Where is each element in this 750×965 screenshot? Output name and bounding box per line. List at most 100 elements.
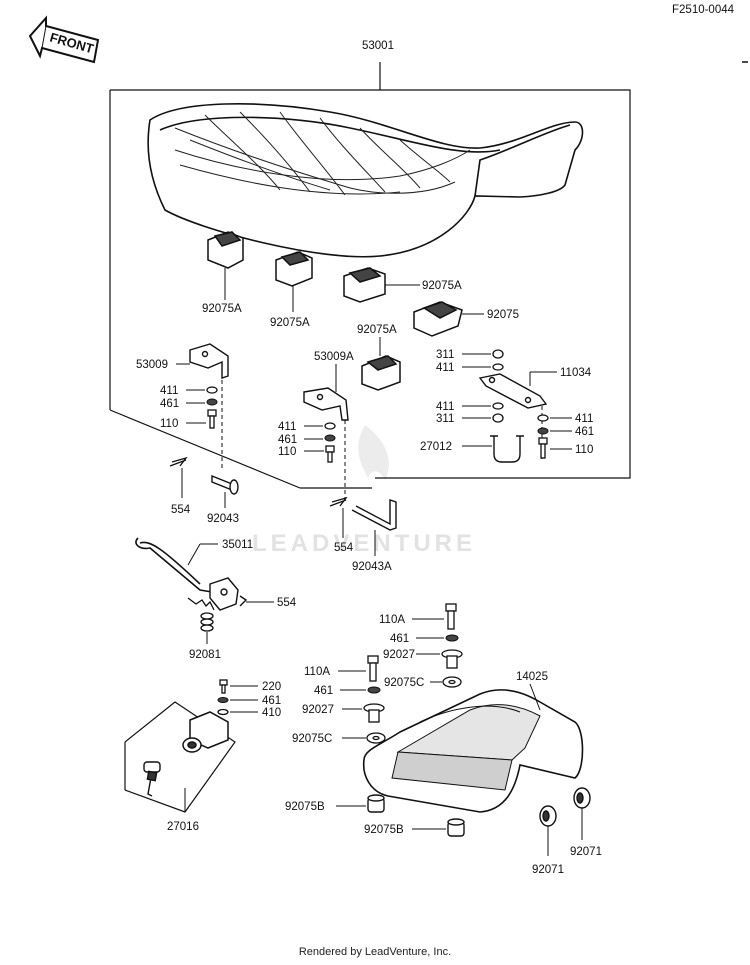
bracket-53009 xyxy=(189,343,229,379)
label-92071-2: 92071 xyxy=(570,846,602,858)
label-110-r: 110 xyxy=(575,444,593,456)
washer-461-r xyxy=(537,427,549,435)
label-311-t: 311 xyxy=(436,349,454,361)
label-92075a-2: 92075A xyxy=(270,317,310,329)
nut-311-r xyxy=(492,413,504,423)
label-92075: 92075 xyxy=(487,309,519,321)
label-461-t2: 461 xyxy=(314,685,333,697)
washer-411-c xyxy=(324,422,336,430)
nut-311-t xyxy=(492,349,504,359)
bolt-110a-2 xyxy=(367,655,379,682)
pad-92075a-4 xyxy=(361,355,401,391)
label-27012: 27012 xyxy=(420,441,452,453)
label-11034: 11034 xyxy=(560,367,592,379)
label-411-r1: 411 xyxy=(436,401,454,413)
damper-92075b-1 xyxy=(367,794,385,813)
washer-411-r1 xyxy=(492,402,504,410)
lock-set-27016 xyxy=(124,701,236,813)
bolt-110-l xyxy=(207,409,217,429)
pad-92075a-3 xyxy=(343,267,386,303)
label-461-r: 461 xyxy=(575,426,594,438)
label-554-c: 554 xyxy=(334,542,354,554)
label-92075c-2: 92075C xyxy=(292,733,332,745)
cable-35011 xyxy=(135,537,213,593)
label-92071-1: 92071 xyxy=(532,864,564,876)
washer-411-t xyxy=(492,363,504,371)
label-461-c: 461 xyxy=(278,434,297,446)
grommet-92071-2 xyxy=(573,787,591,809)
label-311-r: 311 xyxy=(436,413,454,425)
spring-92081 xyxy=(187,597,215,632)
collar-92027-1 xyxy=(441,649,463,669)
screw-220 xyxy=(219,679,228,694)
washer-461-t1 xyxy=(445,634,459,642)
washer-411-r2 xyxy=(537,414,549,422)
clip-554-r xyxy=(239,595,248,607)
collar-92027-2 xyxy=(363,703,385,723)
watermark-text: LEADVENTURE xyxy=(252,530,476,557)
seat-assembly-frame xyxy=(109,62,631,489)
spring-pin-554-c xyxy=(329,496,348,507)
key-icon xyxy=(143,761,161,797)
pin-92043 xyxy=(211,474,239,495)
bracket-11034 xyxy=(478,373,548,409)
label-53009a: 53009A xyxy=(314,351,354,363)
label-110a-2: 110A xyxy=(304,666,330,678)
label-92043a: 92043A xyxy=(352,561,392,573)
label-554-r: 554 xyxy=(277,597,297,609)
label-53001: 53001 xyxy=(362,40,394,52)
label-14025: 14025 xyxy=(516,671,548,683)
label-411-r2: 411 xyxy=(575,413,593,425)
label-461-l: 461 xyxy=(160,398,179,410)
washer-411-l xyxy=(206,386,218,394)
label-461-t1: 461 xyxy=(390,633,409,645)
label-92027-1: 92027 xyxy=(383,649,415,661)
bracket-53009a xyxy=(303,387,349,421)
label-220: 220 xyxy=(262,681,281,693)
label-35011: 35011 xyxy=(222,539,253,551)
diagram-id: F2510-0044 xyxy=(672,4,735,16)
pad-92075a-1 xyxy=(207,231,244,269)
label-92075b-1: 92075B xyxy=(285,801,325,813)
label-27016: 27016 xyxy=(167,821,199,833)
bolt-110a-1 xyxy=(445,603,457,630)
label-410-lock: 410 xyxy=(262,707,281,719)
label-411-l: 411 xyxy=(160,385,178,397)
seat-53001 xyxy=(147,103,584,258)
footer-credit: Rendered by LeadVenture, Inc. xyxy=(298,946,452,958)
lock-cylinder xyxy=(182,711,229,753)
watermark: LEADVENTURE xyxy=(252,425,476,557)
washer-461-l xyxy=(206,398,218,406)
pad-92075a-2 xyxy=(275,251,313,287)
damper-92075c-1 xyxy=(442,676,462,688)
label-92075a-4: 92075A xyxy=(357,324,397,336)
bolt-110-r xyxy=(538,437,548,459)
label-92043: 92043 xyxy=(207,513,239,525)
label-554-l: 554 xyxy=(171,504,191,516)
tail-cover-14025 xyxy=(362,689,584,813)
label-92075a-3: 92075A xyxy=(422,280,462,292)
washer-461-t2 xyxy=(367,686,381,694)
pad-92075 xyxy=(413,301,463,337)
label-461-lock: 461 xyxy=(262,695,281,707)
label-53009: 53009 xyxy=(136,359,168,371)
damper-92075b-2 xyxy=(447,818,465,837)
label-92081: 92081 xyxy=(189,649,221,661)
front-arrow-icon: FRONT xyxy=(28,15,100,64)
lever-bracket xyxy=(209,577,239,611)
u-bolt-27012 xyxy=(490,435,524,463)
label-92075c-1: 92075C xyxy=(384,677,424,689)
label-92075a-1: 92075A xyxy=(202,303,242,315)
label-411-t: 411 xyxy=(436,362,454,374)
grommet-92071-1 xyxy=(539,805,557,827)
label-92075b-2: 92075B xyxy=(364,824,404,836)
label-411-c: 411 xyxy=(278,421,296,433)
label-110a-1: 110A xyxy=(379,614,405,626)
label-110-c: 110 xyxy=(278,446,296,458)
bolt-110-c xyxy=(325,445,335,463)
label-110-l: 110 xyxy=(160,418,178,430)
damper-92075c-2 xyxy=(366,732,386,744)
washer-461-lock xyxy=(217,697,229,703)
hook-92043a xyxy=(351,499,397,531)
